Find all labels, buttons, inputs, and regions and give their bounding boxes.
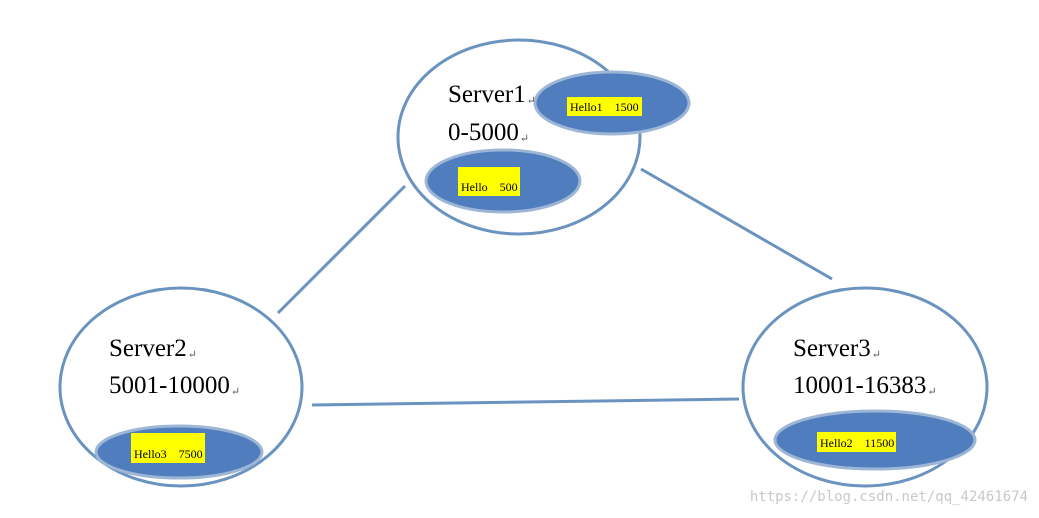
server3-name: Server3↵ <box>793 335 881 362</box>
watermark-url: https://blog.csdn.net/qq_42461674 <box>749 489 1028 505</box>
link-server2-server3 <box>311 397 740 407</box>
server2-range: 5001-10000↵ <box>109 372 241 399</box>
server2-name: Server2↵ <box>109 335 197 362</box>
key-label-hello1: Hello1 1500 <box>567 97 642 116</box>
key-label-hello3: Hello3 7500 <box>131 433 205 463</box>
link-server1-server3 <box>640 167 833 281</box>
key-label-hello: Hello 500 <box>458 167 520 196</box>
link-server1-server2 <box>276 184 407 315</box>
server1-name: Server1↵ <box>448 81 536 108</box>
server1-range: 0-5000↵ <box>448 119 530 146</box>
server3-range: 10001-16383↵ <box>793 372 937 399</box>
key-label-hello2: Hello2 11500 <box>817 432 897 452</box>
